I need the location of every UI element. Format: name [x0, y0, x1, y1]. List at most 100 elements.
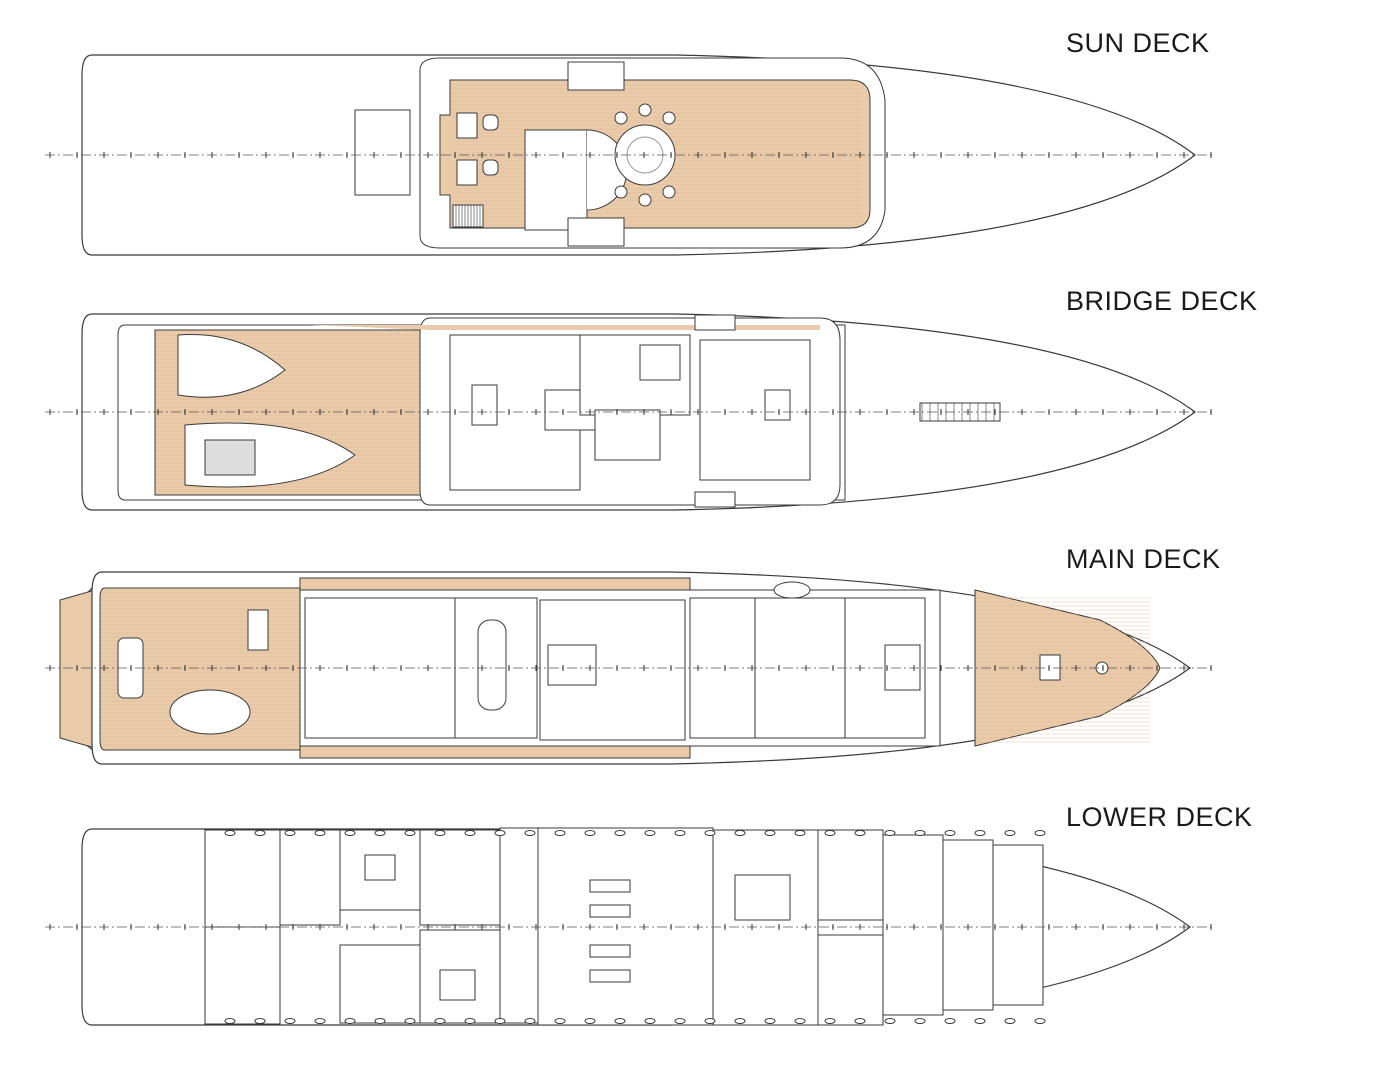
tender-console — [204, 439, 256, 476]
porthole — [524, 830, 536, 836]
porthole — [554, 1018, 566, 1024]
guest-cabin-aft-stbd — [204, 926, 281, 1025]
engine-room — [537, 827, 714, 1026]
porthole — [614, 1018, 626, 1024]
master-bed — [884, 644, 921, 691]
porthole — [614, 830, 626, 836]
porthole — [764, 1018, 776, 1024]
bridge-deck-label: BRIDGE DECK — [1066, 286, 1258, 316]
crew-passage — [499, 827, 539, 1024]
sun-deck-sunbed — [567, 61, 625, 91]
sun-deck-chair — [482, 114, 499, 131]
porthole — [824, 830, 836, 836]
crew-bathrooms — [882, 834, 944, 1016]
porthole — [284, 830, 296, 836]
porthole — [464, 830, 476, 836]
porthole — [764, 830, 776, 836]
porthole — [344, 1018, 356, 1024]
sun-deck-sunbed — [567, 217, 625, 247]
porthole — [404, 1018, 416, 1024]
porthole — [884, 830, 896, 836]
bridge-deck-stairs-port — [694, 314, 736, 331]
captain-bed — [639, 344, 681, 381]
cabin-bed — [439, 969, 476, 1001]
skylounge-sofa — [471, 384, 498, 426]
bridge-deck-side-teak — [310, 325, 820, 330]
engine — [589, 879, 631, 893]
porthole — [974, 1018, 986, 1024]
sun-deck-stool — [662, 111, 676, 125]
guest-bathroom — [279, 829, 341, 926]
engine — [589, 969, 631, 983]
porthole — [854, 830, 866, 836]
cabin-bed — [364, 854, 396, 881]
porthole — [674, 1018, 686, 1024]
vip-cabin-port — [419, 829, 501, 926]
porthole — [644, 1018, 656, 1024]
porthole — [434, 830, 446, 836]
bridge-deck-bulwark — [117, 324, 846, 501]
porthole — [224, 1018, 236, 1024]
sun-deck-stool — [614, 111, 628, 125]
sun-deck-stool — [638, 193, 652, 207]
sun-deck-stool — [638, 103, 652, 117]
lower-deck-label: LOWER DECK — [1066, 802, 1253, 832]
porthole — [674, 830, 686, 836]
main-deck-label: MAIN DECK — [1066, 544, 1221, 574]
porthole — [224, 830, 236, 836]
bridge-deck — [45, 313, 1215, 511]
porthole — [314, 1018, 326, 1024]
guest-cabin-aft-port — [204, 829, 281, 928]
porthole — [734, 1018, 746, 1024]
porthole — [944, 1018, 956, 1024]
engine — [589, 944, 631, 958]
bridge-deck-stairs-stbd — [694, 491, 736, 508]
crew-mess — [712, 829, 819, 1026]
porthole — [794, 1018, 806, 1024]
porthole — [284, 1018, 296, 1024]
porthole — [524, 1018, 536, 1024]
engine — [589, 904, 631, 918]
sun-deck-chair — [482, 159, 499, 176]
wheelhouse — [699, 339, 811, 481]
sun-deck-label: SUN DECK — [1066, 28, 1210, 58]
porthole — [464, 1018, 476, 1024]
porthole — [1034, 1018, 1046, 1024]
porthole — [554, 830, 566, 836]
sun-deck-stool — [614, 185, 628, 199]
sun-deck-stool — [662, 185, 676, 199]
porthole — [734, 830, 746, 836]
sun-deck-mast-platform — [354, 109, 411, 196]
porthole — [584, 1018, 596, 1024]
aft-bar — [247, 609, 269, 651]
porthole — [254, 1018, 266, 1024]
main-deck-side-teak-port — [299, 577, 691, 591]
porthole — [404, 830, 416, 836]
lower-deck — [45, 827, 1215, 1026]
porthole — [434, 1018, 446, 1024]
porthole — [704, 830, 716, 836]
dining-table — [477, 619, 507, 711]
porthole — [1034, 830, 1046, 836]
porthole — [884, 1018, 896, 1024]
bathtub — [773, 581, 811, 599]
porthole — [854, 1018, 866, 1024]
porthole — [914, 1018, 926, 1024]
porthole — [344, 830, 356, 836]
porthole — [914, 830, 926, 836]
porthole — [494, 830, 506, 836]
forepeak-cabins — [992, 844, 1044, 1006]
porthole — [584, 830, 596, 836]
porthole — [824, 1018, 836, 1024]
porthole — [704, 1018, 716, 1024]
porthole — [494, 1018, 506, 1024]
crew-galley — [734, 874, 791, 921]
porthole — [1004, 1018, 1016, 1024]
guest-cabin-stbd — [339, 944, 421, 1024]
sun-deck-table — [456, 159, 478, 186]
sun-deck — [45, 54, 1215, 256]
porthole — [254, 830, 266, 836]
porthole — [974, 830, 986, 836]
sun-deck-table — [456, 112, 478, 139]
